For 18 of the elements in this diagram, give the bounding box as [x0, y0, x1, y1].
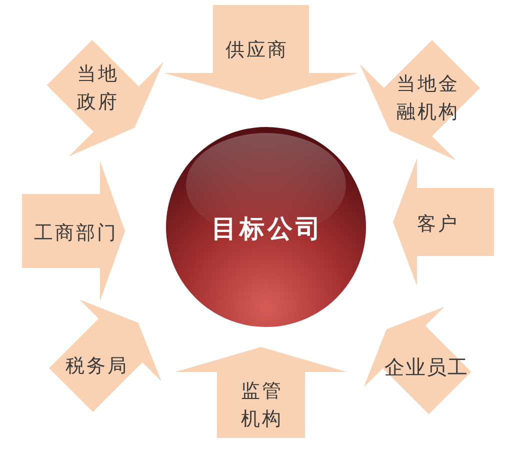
callout-diamond: [46, 39, 164, 157]
callout-label: 工商部门: [33, 221, 118, 246]
callout-label: 监管机构: [240, 379, 284, 432]
callout-diamond: [49, 299, 162, 412]
callout-box: [164, 4, 358, 100]
center-label: 目标公司: [210, 214, 324, 244]
callout-label: 当地政府: [76, 62, 120, 115]
callout-label: 客户: [416, 212, 459, 237]
callout-box: [175, 347, 347, 438]
callout-diamond: [363, 306, 472, 415]
callout-label: 企业员工: [384, 354, 468, 381]
callout-diamond: [359, 39, 481, 161]
center-circle: [166, 127, 366, 327]
callout-box: [393, 158, 494, 286]
callout-label: 当地金融机构: [396, 72, 460, 125]
callout-label: 供应商: [224, 38, 288, 63]
callout-box: [22, 161, 125, 301]
callout-label: 税务局: [64, 354, 128, 379]
